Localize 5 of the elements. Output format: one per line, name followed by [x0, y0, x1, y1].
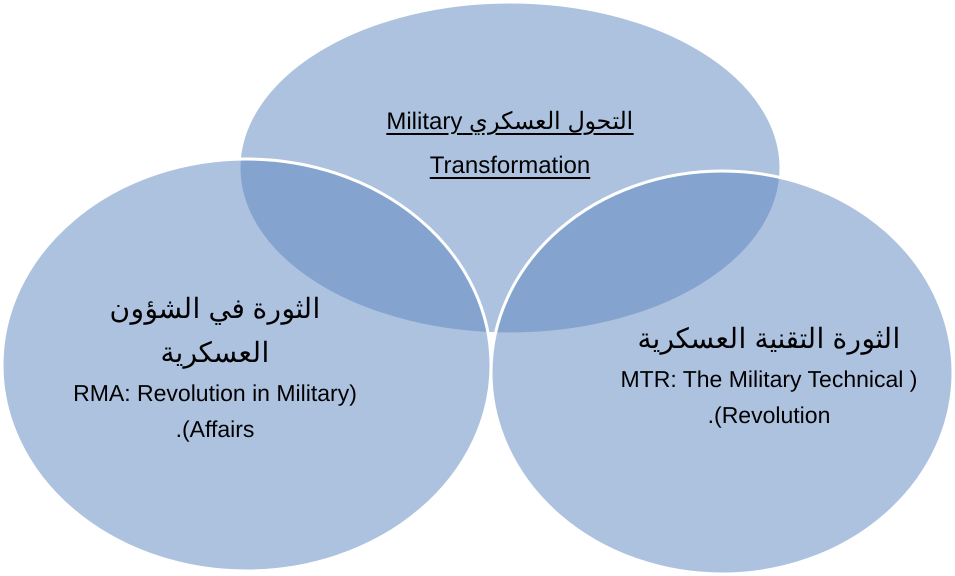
heading-text: الثورة في الشؤون العسكرية — [108, 292, 322, 371]
heading-text: الثورة التقنية العسكرية — [638, 322, 900, 357]
subtitle-text: (RMA: Revolution in Military Affairs). — [72, 379, 358, 444]
heading-text: التحول العسكري Military Transformation — [385, 107, 635, 181]
subtitle-text: ( MTR: The Military Technical Revolution). — [620, 365, 918, 430]
